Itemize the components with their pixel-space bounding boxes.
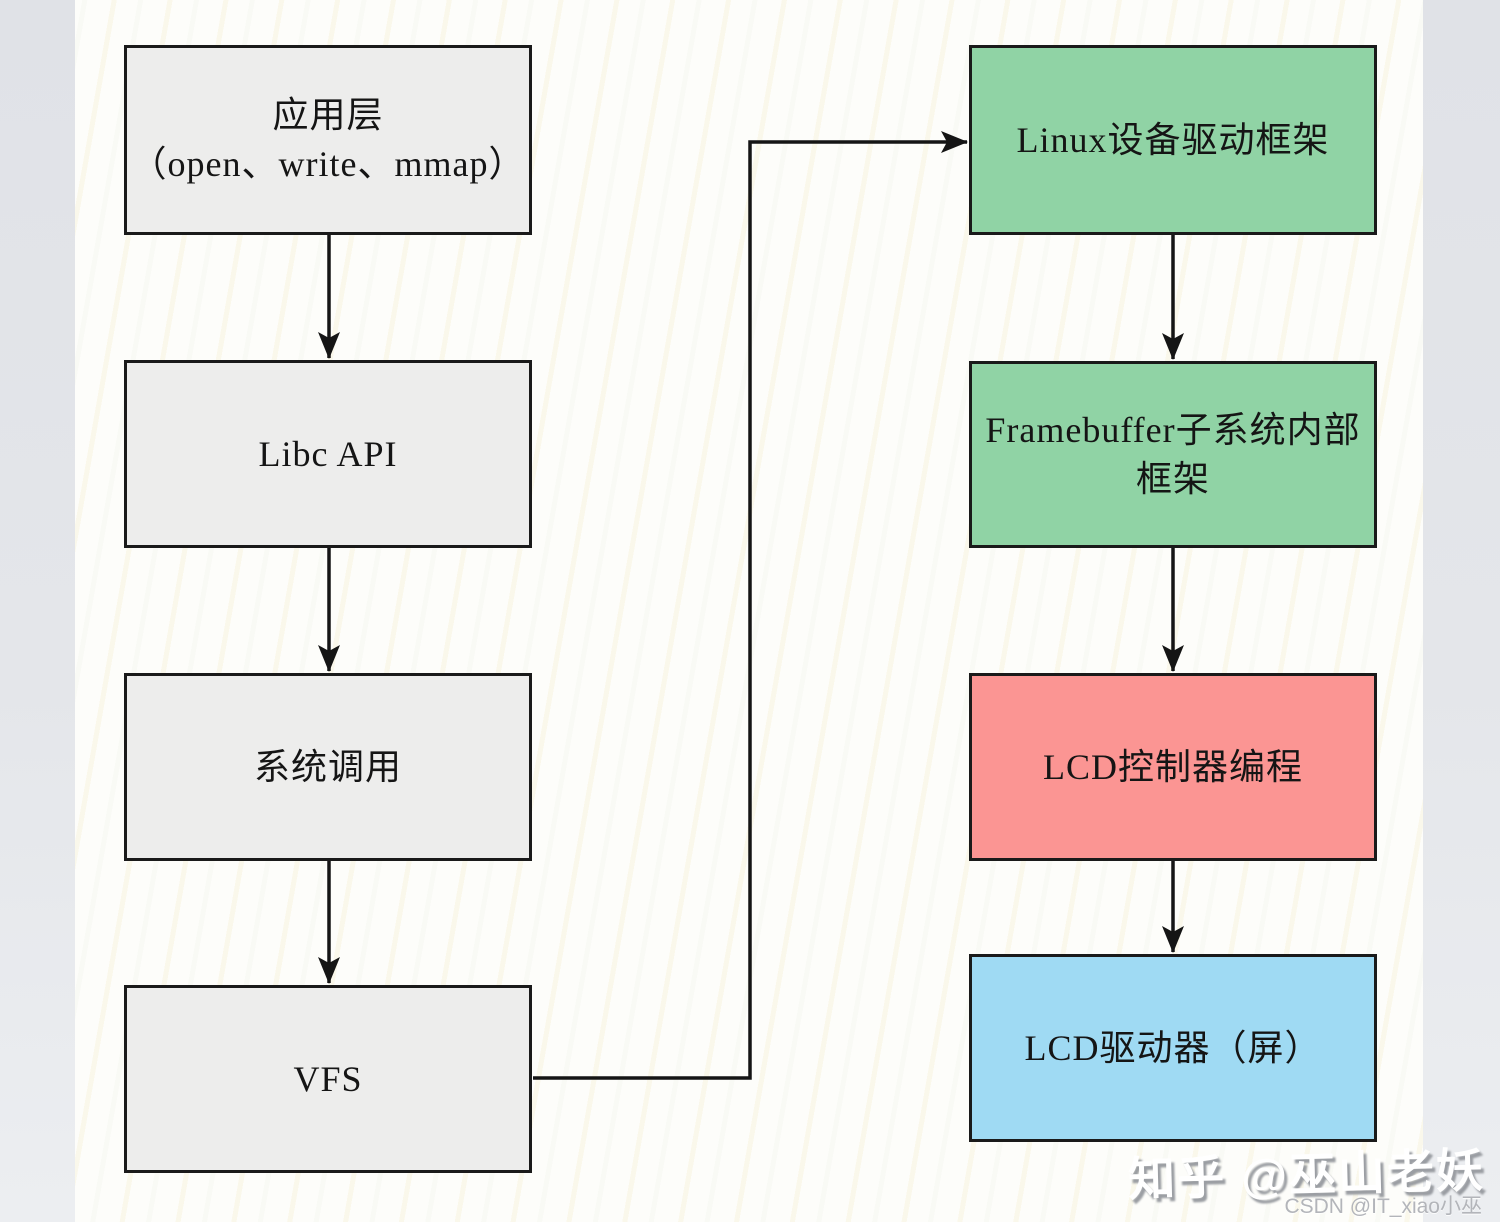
right-margin-strip: [1423, 0, 1500, 1222]
arrow-vfs-to-driver-framework: [533, 131, 968, 1080]
node-label-line: 框架: [1135, 458, 1210, 499]
node-lcd-driver-panel: LCD驱动器（屏）: [969, 954, 1377, 1142]
node-label-line: （open、write、mmap）: [130, 144, 526, 184]
node-label: LCD控制器编程: [1042, 746, 1303, 787]
left-margin-strip: [0, 0, 75, 1222]
node-libc-api: Libc API: [124, 360, 532, 548]
node-label-line: 应用层: [272, 95, 384, 136]
node-label: LCD驱动器（屏）: [1024, 1027, 1322, 1068]
node-label: VFS: [293, 1058, 363, 1099]
node-lcd-controller-programming: LCD控制器编程: [969, 673, 1377, 861]
csdn-watermark: CSDN @IT_xiao小巫: [1284, 1195, 1482, 1218]
node-label: 系统调用: [253, 746, 402, 787]
node-label-line: Framebuffer子系统内部: [985, 409, 1361, 450]
node-label: Libc API: [258, 433, 398, 474]
node-label: Linux设备驱动框架: [1016, 119, 1330, 160]
node-application-layer: 应用层 （open、write、mmap）: [124, 45, 532, 235]
node-framebuffer-subsystem: Framebuffer子系统内部 框架: [969, 361, 1377, 548]
node-linux-driver-framework: Linux设备驱动框架: [969, 45, 1377, 235]
node-vfs: VFS: [124, 985, 532, 1173]
node-system-call: 系统调用: [124, 673, 532, 861]
